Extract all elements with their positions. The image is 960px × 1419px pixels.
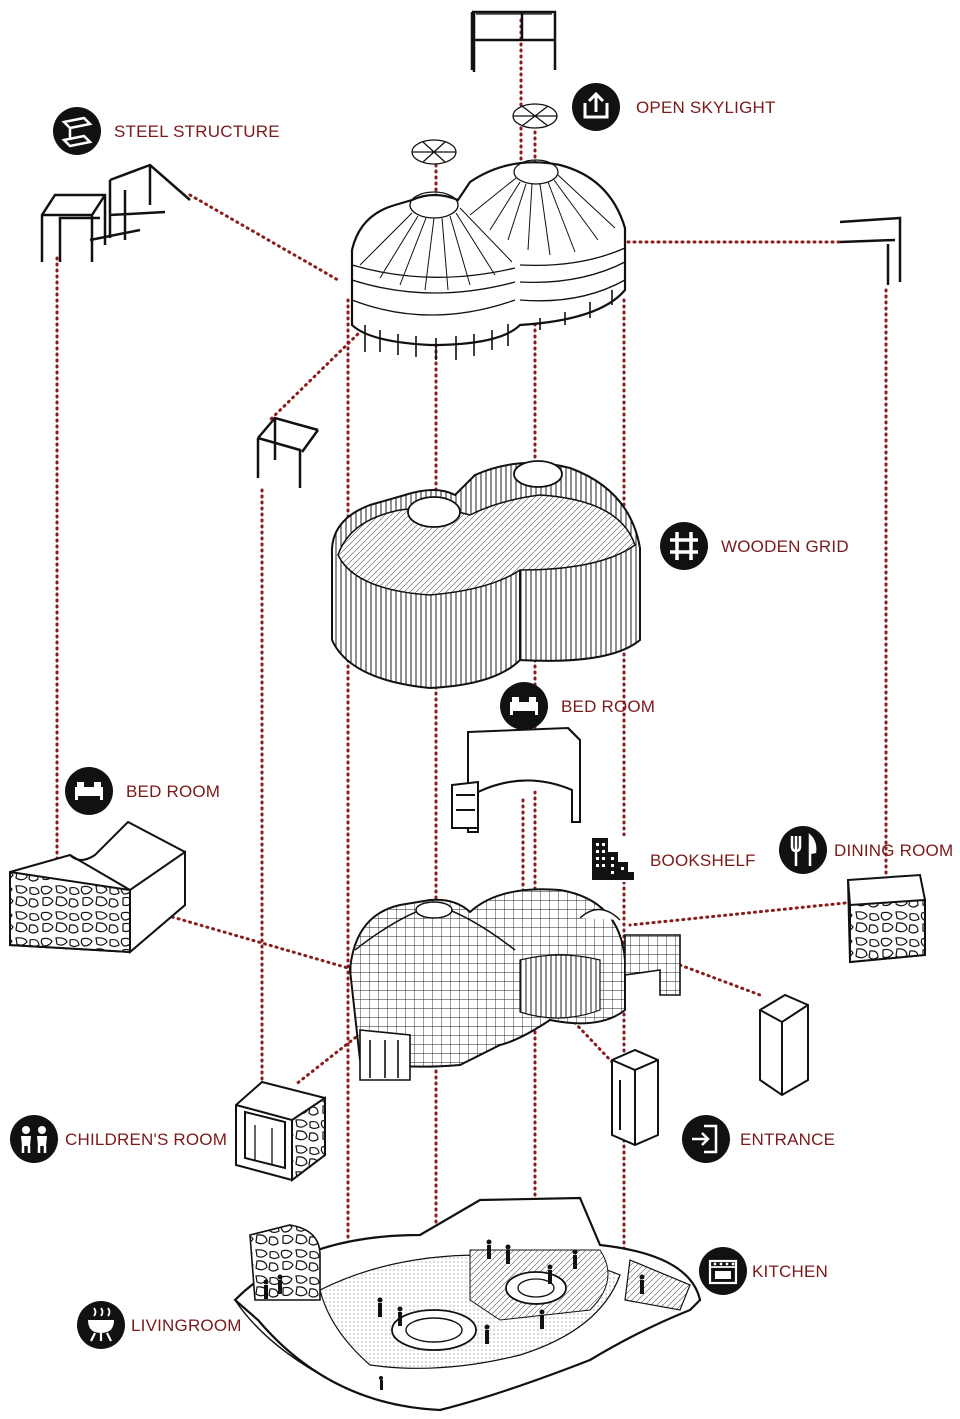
label-dining-room: DINING ROOM [834, 841, 954, 860]
steel-structure-domes [350, 159, 627, 360]
bed-icon [500, 682, 548, 730]
grill-icon [77, 1301, 125, 1349]
bedroom-upper-block [451, 726, 581, 833]
entrance-block [611, 1048, 659, 1147]
label-entrance: ENTRANCE [740, 1130, 836, 1149]
label-kitchen: KITCHEN [752, 1262, 829, 1281]
steel-frame-left [40, 163, 191, 262]
wooden-grid-structure [330, 460, 641, 690]
bedroom-left-block [9, 820, 186, 955]
building-blocks-icon [588, 836, 636, 882]
label-childrens-room: CHILDREN'S ROOM [65, 1130, 228, 1149]
core-structure [348, 888, 681, 1081]
steel-frame-top [470, 10, 557, 72]
tall-cabinet-block [759, 993, 809, 1097]
door-enter-icon [682, 1115, 730, 1163]
hash-grid-icon [660, 522, 708, 570]
steel-frame-right [839, 216, 902, 285]
label-open-skylight: OPEN SKYLIGHT [636, 98, 776, 117]
steel-frame-middle [256, 416, 320, 488]
stove-icon [699, 1247, 747, 1295]
ground-floor-plan [233, 1196, 702, 1412]
children-icon [10, 1115, 58, 1163]
label-bed-room-left: BED ROOM [126, 782, 221, 801]
fork-knife-icon [779, 826, 827, 874]
label-bed-room-upper: BED ROOM [561, 697, 656, 716]
label-bookshelf: BOOKSHELF [650, 851, 756, 870]
bed-icon [65, 767, 113, 815]
dining-room-block [846, 873, 926, 964]
childrens-room-block [235, 1080, 326, 1183]
skylight-discs [411, 103, 558, 165]
steel-beam-icon [53, 107, 101, 155]
label-wooden-grid: WOODEN GRID [721, 537, 849, 556]
upload-box-icon [572, 83, 620, 131]
label-steel-structure: STEEL STRUCTURE [114, 122, 280, 141]
label-livingroom: LIVINGROOM [131, 1316, 242, 1335]
